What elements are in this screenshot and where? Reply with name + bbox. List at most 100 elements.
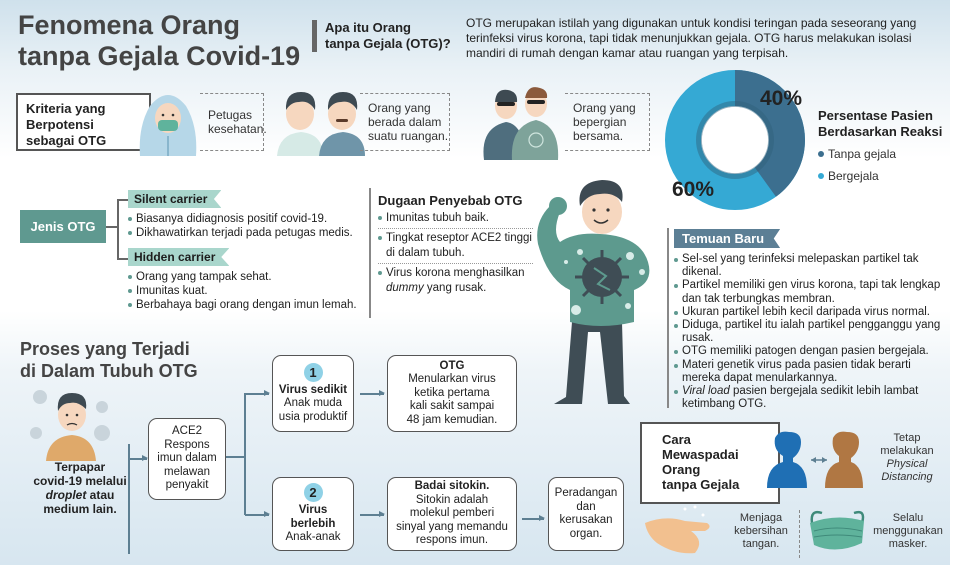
otg-question-heading: Apa itu Orang tanpa Gejala (OTG)? — [312, 20, 451, 52]
inflammation-box: Peradangan dan kerusakan organ. — [548, 477, 624, 551]
caption-line: menggunakan — [873, 525, 943, 537]
legend-dot-icon — [818, 173, 824, 179]
temuan-baru-tag: Temuan Baru — [674, 229, 781, 248]
hidden-carrier-tag: Hidden carrier — [128, 248, 230, 266]
caption-italic: droplet — [45, 488, 87, 502]
list-item: Virus korona menghasilkan dummy yang rus… — [378, 266, 533, 298]
list-item: Sel-sel yang terinfeksi melepaskan parti… — [674, 253, 949, 279]
otg-transmit-box: OTG Menularkan virus ketika pertama kali… — [387, 355, 517, 432]
section-divider — [369, 188, 371, 318]
caption-text: atau — [86, 488, 115, 502]
box-text: usia produktif — [278, 410, 348, 423]
cara-line: Mewaspadai — [662, 447, 739, 462]
criteria-text: Petugas — [208, 108, 253, 122]
dugaan-section: Dugaan Penyebab OTG Imunitas tubuh baik.… — [378, 193, 533, 300]
box-text: kerusakan — [559, 514, 613, 526]
caption-line: Terpapar — [54, 460, 106, 474]
box-text: organ. — [569, 527, 603, 540]
connector-line — [244, 393, 246, 515]
box-text: Sitokin adalah — [415, 493, 489, 506]
criteria-line-3: sebagai OTG — [26, 133, 107, 148]
physical-distancing-icon — [767, 431, 863, 488]
arrow-to-path-1 — [245, 390, 270, 396]
caption-line: kebersihan — [734, 525, 788, 537]
criteria-text: bepergian — [573, 115, 627, 129]
hidden-carrier-section: Hidden carrier Orang yang tampak sehat. … — [128, 248, 357, 312]
cara-line: tanpa Gejala — [662, 477, 740, 492]
criteria-text: suatu ruangan. — [368, 129, 449, 143]
step-number-badge: 2 — [303, 483, 323, 503]
caption-line: Menjaga — [739, 512, 783, 524]
cara-line: Cara — [662, 432, 691, 447]
list-item: Imunitas tubuh baik. — [378, 211, 533, 229]
box-text: melawan — [163, 465, 211, 478]
arrow-to-ace2 — [129, 455, 148, 461]
list-item: Orang yang tampak sehat. — [128, 270, 357, 284]
box-text: 48 jam kemudian. — [406, 413, 498, 426]
list-text-italic: Viral load — [682, 385, 730, 398]
question-line-2: tanpa Gejala (OTG)? — [325, 36, 451, 51]
arrow-to-inflammation — [522, 515, 545, 521]
caption-line: Physical — [886, 458, 928, 470]
legend-dot-icon — [818, 151, 824, 157]
criteria-text: Orang yang — [368, 101, 431, 115]
pct-bergejala: 60% — [672, 178, 715, 201]
criteria-text: kesehatan. — [208, 122, 267, 136]
connector-line — [106, 226, 118, 228]
reaction-donut-chart — [665, 70, 805, 210]
box-text: penyakit — [165, 479, 209, 492]
temuan-baru-section: Temuan Baru Sel-sel yang terinfeksi mele… — [674, 229, 949, 411]
caption-line: droplet atau — [30, 488, 130, 502]
proses-title-1: Proses yang Terjadi — [20, 339, 190, 359]
list-item: Partikel memiliki gen virus korona, tapi… — [674, 279, 949, 305]
list-item: Diduga, partikel itu ialah partikel peng… — [674, 319, 949, 345]
box-title: berlebih — [290, 517, 336, 530]
exposed-person-icon — [30, 390, 110, 461]
list-item: Berbahaya bagi orang dengan imun lemah. — [128, 298, 357, 312]
list-item: Dikhawatirkan terjadi pada petugas medis… — [128, 226, 353, 240]
legend-item-tanpa-gejala: Tanpa gejala — [818, 146, 942, 162]
connector-line — [117, 258, 129, 260]
connector-line — [117, 199, 119, 259]
hand-washing-icon — [645, 505, 710, 554]
legend-item-bergejala: Bergejala — [818, 168, 942, 184]
box-text: respons imun. — [415, 534, 489, 547]
dugaan-title: Dugaan Penyebab OTG — [378, 193, 523, 208]
list-item: Biasanya didiagnosis positif covid-19. — [128, 212, 353, 226]
pct-tanpa-gejala: 40% — [760, 87, 803, 110]
box-text: imun dalam — [157, 452, 217, 465]
question-line-1: Apa itu Orang — [325, 20, 411, 35]
health-worker-icon — [139, 95, 197, 156]
criteria-label-box: Kriteria yang Berpotensi sebagai OTG — [16, 93, 151, 151]
box-text: Anak muda — [283, 397, 343, 410]
donut-legend: Persentase Pasien Berdasarkan Reaksi Tan… — [818, 108, 942, 184]
box-text: sinyal yang memandu — [396, 520, 508, 533]
arrow-to-otg — [360, 390, 385, 396]
title-line-2: tanpa Gejala Covid-19 — [18, 41, 301, 71]
ace2-box: ACE2 Respons imun dalam melawan penyakit — [148, 418, 226, 500]
legend-title-2: Berdasarkan Reaksi — [818, 124, 943, 139]
box-text: molekul pemberi — [409, 507, 495, 520]
criteria-text: Orang yang — [573, 101, 636, 115]
legend-label: Tanpa gejala — [828, 147, 897, 161]
box-text: Anak-anak — [285, 531, 341, 544]
criteria-line-2: Berpotensi — [26, 117, 94, 132]
cytokine-storm-box: Badai sitokin. Sitokin adalah molekul pe… — [387, 477, 517, 551]
jenis-otg-box: Jenis OTG — [20, 210, 106, 243]
box-text: ACE2 — [171, 425, 203, 438]
healthy-man-illustration — [537, 180, 650, 404]
legend-title-1: Persentase Pasien — [818, 108, 933, 123]
two-people-icon — [277, 92, 365, 156]
list-item: Imunitas kuat. — [128, 284, 357, 298]
box-text: Menularkan virus — [408, 373, 496, 386]
caption-line: Distancing — [881, 471, 933, 483]
list-item: Ukuran partikel lebih kecil daripada vir… — [674, 306, 949, 319]
legend-label: Bergejala — [828, 169, 879, 183]
connector-line — [117, 199, 129, 201]
section-divider — [667, 228, 669, 408]
title-line-1: Fenomena Orang — [18, 10, 241, 40]
arrow-to-path-2 — [245, 511, 270, 517]
caption-line: Tetap — [893, 432, 921, 444]
